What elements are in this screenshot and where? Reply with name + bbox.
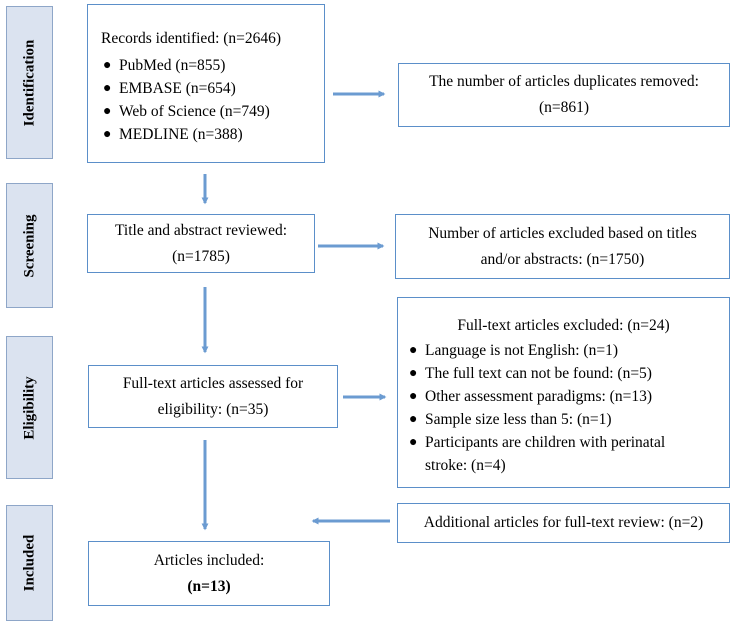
source-label: EMBASE (n=654) — [119, 80, 236, 97]
exclusion-reason: ●Other assessment paradigms: (n=13) — [409, 388, 652, 405]
exclusion-reason-label: The full text can not be found: (n=5) — [425, 365, 652, 382]
source-label: MEDLINE (n=388) — [119, 126, 243, 143]
duplicates-removed-box: The number of articles duplicates remove… — [398, 63, 730, 127]
assessed-line-2: eligibility: (n=35) — [157, 400, 269, 418]
articles-included-box: Articles included: (n=13) — [88, 541, 330, 606]
phase-included: Included — [6, 505, 53, 621]
source-item: ●EMBASE (n=654) — [103, 80, 236, 97]
source-list: ●PubMed (n=855) ●EMBASE (n=654) ●Web of … — [103, 54, 270, 146]
full-text-excluded-box: Full-text articles excluded: (n=24) ●Lan… — [397, 297, 730, 488]
reviewed-line-1: Title and abstract reviewed: — [114, 221, 288, 239]
exclusion-reason-label: Language is not English: (n=1) — [425, 342, 618, 359]
exclusion-reason-label: stroke: (n=4) — [425, 457, 506, 474]
exclusion-reason: ●The full text can not be found: (n=5) — [409, 365, 652, 382]
exclusion-reason-label: Other assessment paradigms: (n=13) — [425, 388, 652, 405]
articles-included-label: Articles included: — [153, 551, 265, 569]
exclusion-reason: ●Language is not English: (n=1) — [409, 342, 618, 359]
articles-included-count: (n=13) — [187, 577, 231, 595]
exclusion-reason-label: Participants are children with perinatal — [425, 434, 666, 451]
full-text-excluded-title: Full-text articles excluded: (n=24) — [457, 317, 670, 334]
phase-identification: Identification — [6, 6, 53, 159]
duplicates-line-2: (n=861) — [538, 99, 590, 116]
source-label: PubMed (n=855) — [119, 57, 226, 74]
additional-articles-box: Additional articles for full-text review… — [397, 503, 730, 543]
titles-excluded-line-1: Number of articles excluded based on tit… — [428, 224, 697, 242]
additional-articles-label: Additional articles for full-text review… — [423, 514, 704, 531]
assessed-line-1: Full-text articles assessed for — [122, 374, 304, 392]
exclusion-reason: ●Participants are children with perinata… — [409, 434, 666, 451]
phase-screening: Screening — [6, 183, 53, 308]
records-identified-box: Records identified: (n=2646) ●PubMed (n=… — [87, 4, 325, 163]
phase-eligibility: Eligibility — [6, 336, 53, 479]
records-identified-title: Records identified: (n=2646) — [101, 30, 282, 47]
source-item: ●MEDLINE (n=388) — [103, 126, 243, 143]
titles-excluded-line-2: and/or abstracts: (n=1750) — [480, 250, 645, 268]
reviewed-line-2: (n=1785) — [172, 247, 230, 265]
exclusion-reason-label: Sample size less than 5: (n=1) — [425, 411, 612, 428]
full-text-assessed-box: Full-text articles assessed for eligibil… — [88, 365, 338, 428]
exclusion-reason: ●Sample size less than 5: (n=1) — [409, 411, 612, 428]
titles-abstracts-excluded-box: Number of articles excluded based on tit… — [395, 214, 730, 279]
source-label: Web of Science (n=749) — [119, 103, 270, 120]
title-abstract-reviewed-box: Title and abstract reviewed: (n=1785) — [87, 214, 315, 273]
source-item: ●Web of Science (n=749) — [103, 103, 270, 120]
duplicates-line-1: The number of articles duplicates remove… — [429, 73, 699, 90]
exclusion-reason-list: ●Language is not English: (n=1) ●The ful… — [409, 339, 665, 477]
source-item: ●PubMed (n=855) — [103, 57, 226, 74]
exclusion-reason-continued: stroke: (n=4) — [409, 454, 665, 477]
